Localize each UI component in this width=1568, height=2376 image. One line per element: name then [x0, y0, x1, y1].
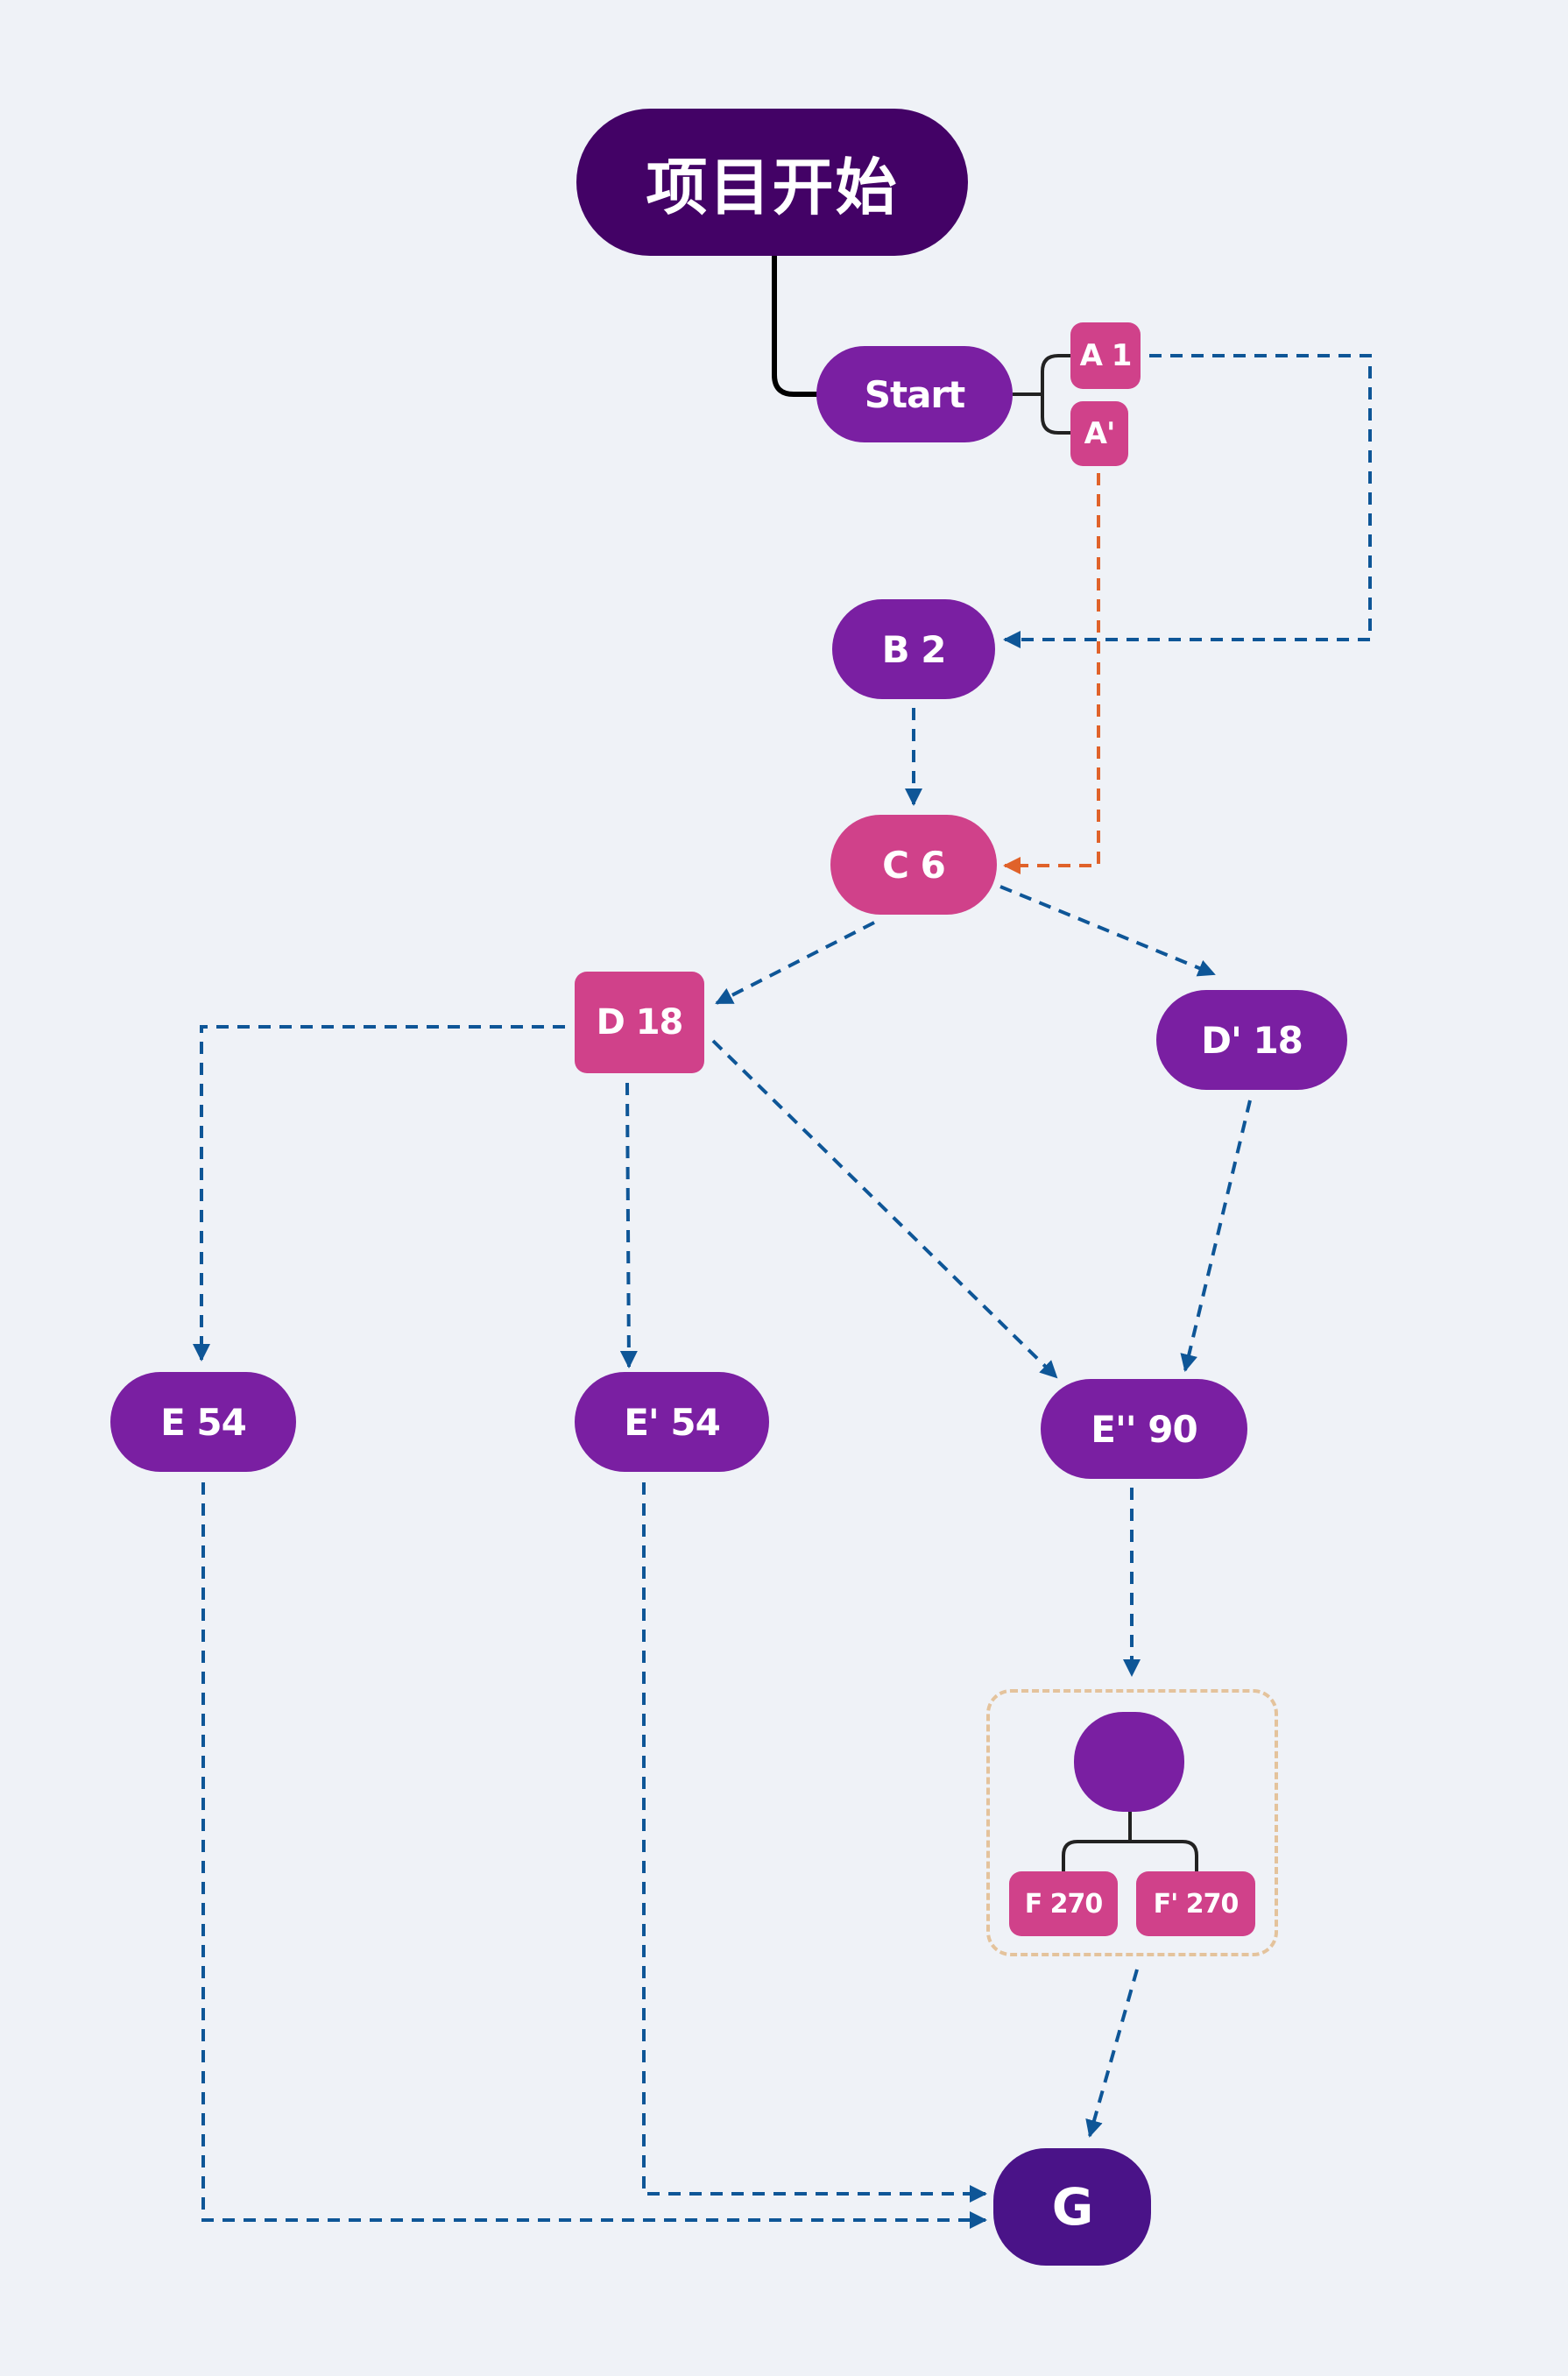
arrow-e-prime-54-to-g [642, 1482, 987, 2203]
root-node[interactable]: 项目开始 [576, 109, 968, 256]
node-start[interactable]: Start [816, 346, 1013, 442]
arrow-d-prime-18-to-e-dprime-90 [1180, 1100, 1252, 1372]
arrow-c6-to-d18 [715, 921, 875, 1005]
group-box-f [986, 1689, 1278, 1956]
arrow-d18-to-e-dprime-90 [711, 1039, 1058, 1379]
node-a-prime[interactable]: A' [1070, 401, 1128, 466]
node-f-parent-blank[interactable] [1074, 1712, 1184, 1812]
arrow-d18-to-e54 [193, 1025, 565, 1361]
arrow-d18-to-e-prime-54 [619, 1082, 638, 1368]
connector-root-start [772, 256, 819, 397]
node-b2[interactable]: B 2 [832, 599, 995, 699]
node-c6[interactable]: C 6 [830, 815, 997, 915]
arrow-c6-to-d-prime-18 [999, 885, 1216, 977]
node-f270[interactable]: F 270 [1009, 1871, 1118, 1936]
node-e-dprime-90[interactable]: E'' 90 [1041, 1379, 1247, 1479]
node-g[interactable]: G [993, 2148, 1151, 2266]
node-f-prime-270[interactable]: F' 270 [1136, 1871, 1255, 1936]
node-e54[interactable]: E 54 [110, 1372, 296, 1472]
arrow-group-to-g [1085, 1969, 1139, 2138]
node-a1[interactable]: A 1 [1070, 322, 1141, 389]
node-d18[interactable]: D 18 [575, 972, 704, 1073]
arrow-e54-to-g [201, 1482, 987, 2229]
connector-f-branch [1062, 1812, 1198, 1871]
node-d-prime-18[interactable]: D' 18 [1156, 990, 1347, 1090]
arrow-a1-to-b2 [1003, 354, 1372, 648]
node-e-prime-54[interactable]: E' 54 [575, 1372, 769, 1472]
arrow-a-prime-to-c6 [1003, 473, 1100, 874]
connector-start-a-branch [1013, 354, 1070, 435]
